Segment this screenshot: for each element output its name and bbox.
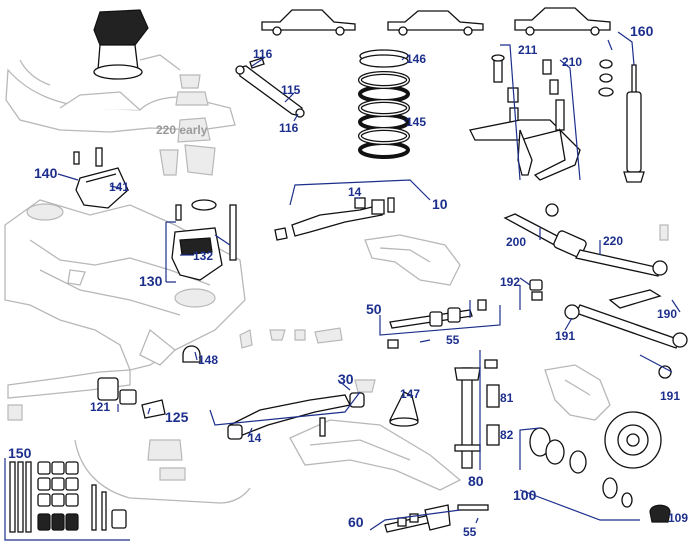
callout-140: 140 [34,165,58,181]
callout-190: 190 [657,307,677,321]
coil-spring-part [358,49,410,159]
callout-116: 116 [279,121,299,135]
callout-14: 14 [348,185,362,199]
subframe-top-ghost [5,54,236,133]
shock-bushing-part [97,377,166,419]
kingpin-part [454,359,500,469]
upper-arm-ghost [364,234,461,286]
bump-stop-part [182,345,419,427]
callout-121: 121 [90,400,110,414]
callout-191: 191 [555,329,575,343]
wheel-hub-part [529,411,671,523]
callout-125: 125 [165,409,189,425]
variant-note: 220 early [156,123,208,137]
callout-160: 160 [630,23,654,39]
callout-141: 141 [109,180,129,194]
callout-130: 130 [139,273,163,289]
callout-30: 30 [338,371,354,387]
mount-bracket-part [171,199,237,281]
subframe-main-ghost [4,199,246,371]
leader-lines [4,31,681,541]
callout-82: 82 [500,428,514,442]
callout-145: 145 [406,115,426,129]
hardware-kit-part [9,461,127,533]
callout-100: 100 [513,487,537,503]
shock-absorber-part [598,59,645,183]
callout-55: 55 [463,525,477,539]
steering-knuckle-ghost [544,364,611,421]
small-parts-ghost [7,74,669,481]
bracket-ghost [7,369,131,399]
bolt-set-part [387,299,487,349]
callout-55: 55 [446,333,460,347]
callout-80: 80 [468,473,484,489]
car-sedan-icon [261,9,356,36]
tie-rod-part [503,203,668,277]
callout-116: 116 [253,47,273,61]
callout-146: 146 [406,52,426,66]
callout-191: 191 [660,389,680,403]
drag-link-part [529,279,688,379]
callout-150: 150 [8,445,32,461]
callout-81: 81 [500,391,514,405]
spring-seat-part [93,9,149,80]
rubber-mount-part [73,147,129,209]
callout-192: 192 [500,275,520,289]
callout-147: 147 [400,387,420,401]
steering-arm-part [469,54,581,181]
callout-148: 148 [198,353,218,367]
callout-10: 10 [432,196,448,212]
car-limousine-icon [514,7,611,36]
callout-60: 60 [348,514,364,530]
callout-220: 220 [603,234,623,248]
car-coupe-icon [387,10,484,36]
ball-joint-part [384,504,489,533]
callout-109: 109 [668,511,688,525]
callout-14: 14 [248,431,262,445]
callout-50: 50 [366,301,382,317]
lower-arm-part [227,392,365,440]
callout-132: 132 [193,249,213,263]
callout-211: 211 [518,43,538,57]
callout-210: 210 [562,55,582,69]
control-arm-bushing-part [274,197,395,241]
control-arm-ghost [289,419,462,491]
callout-115: 115 [281,83,301,97]
callout-200: 200 [506,235,526,249]
